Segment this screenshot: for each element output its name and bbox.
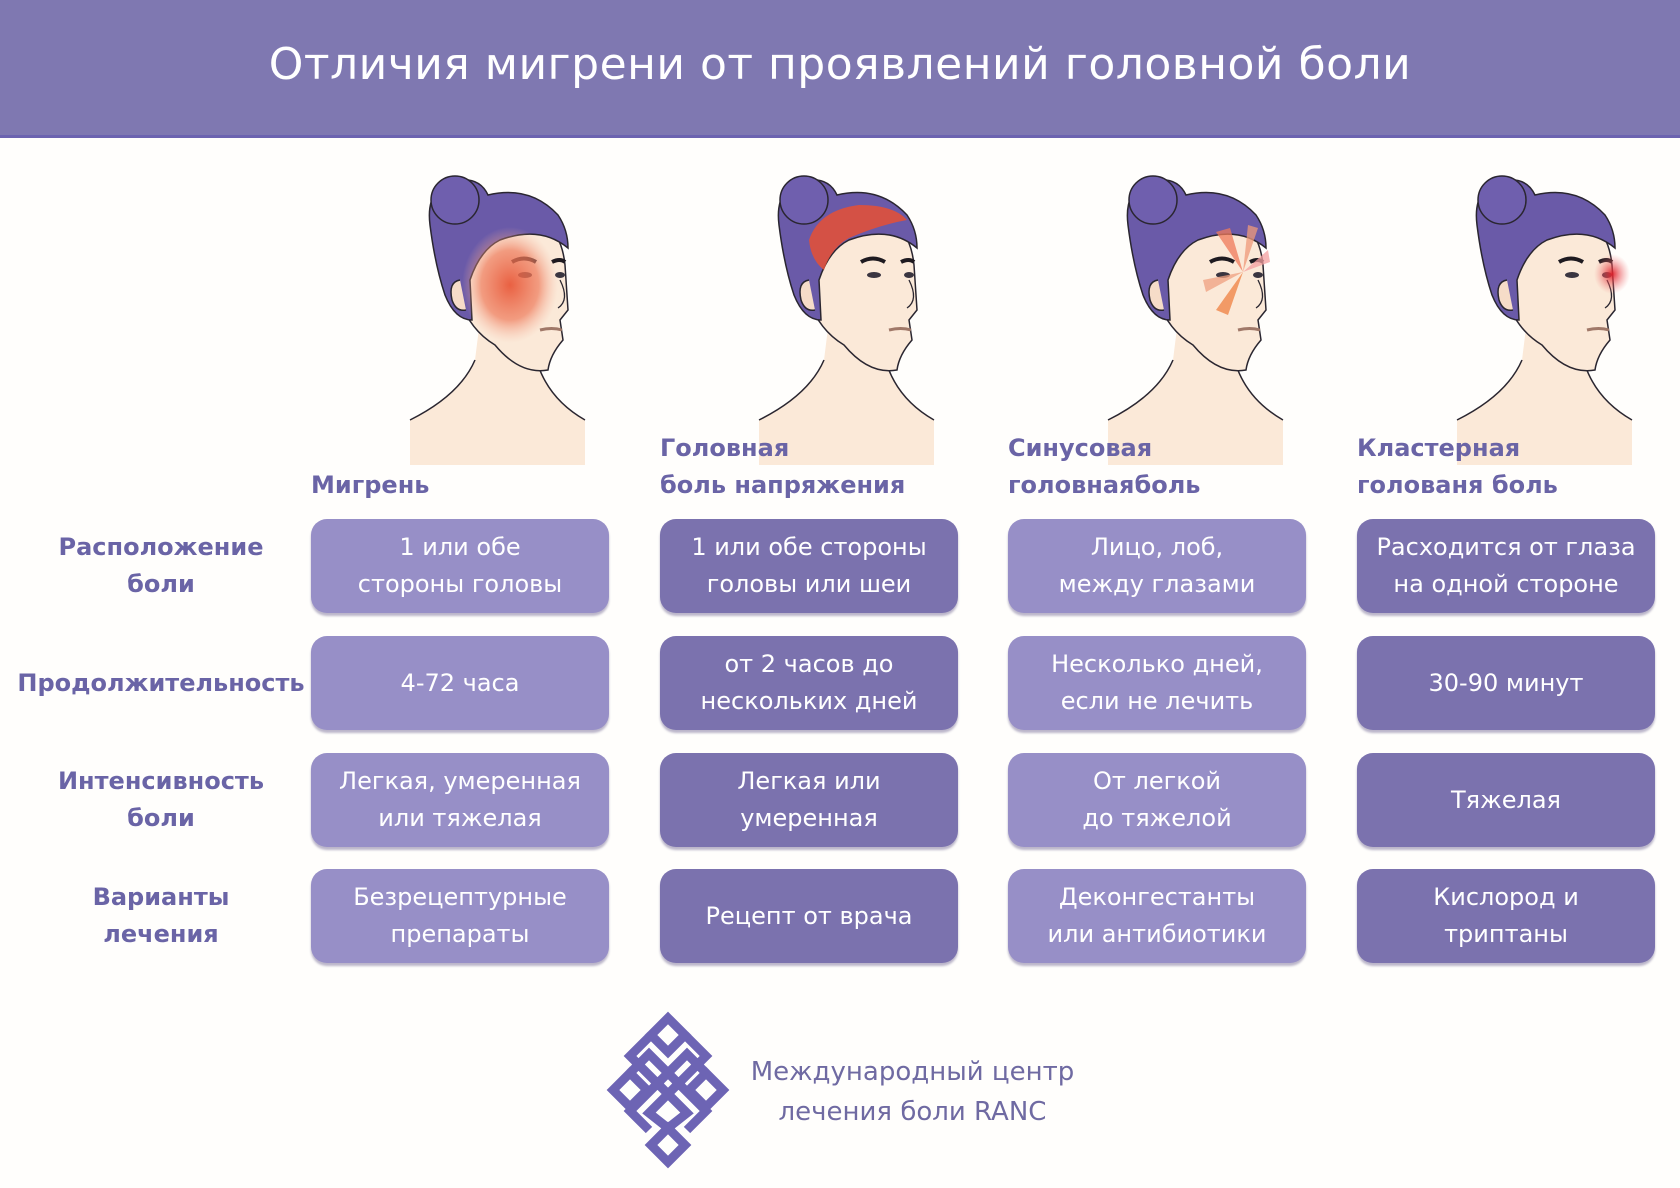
row-label-treatment: Варианты лечения [0, 869, 322, 963]
organization-name-line: лечения боли RANC [778, 1097, 1047, 1127]
cell-cluster-location: Расходится от глаза на одной стороне [1357, 519, 1655, 613]
endless-knot-logo-icon [603, 1010, 733, 1170]
cell-line: до тяжелой [1082, 804, 1232, 832]
page-title: Отличия мигрени от проявлений головной б… [268, 39, 1412, 90]
cell-tension-duration: от 2 часов до нескольких дней [660, 636, 958, 730]
cell-sinus-location: Лицо, лоб, между глазами [1008, 519, 1306, 613]
cell-cluster-intensity: Тяжелая [1357, 753, 1655, 847]
row-label-line: Варианты [92, 883, 230, 911]
row-label-line: Расположение [58, 533, 264, 561]
cell-line: Тяжелая [1451, 785, 1561, 814]
cell-line: умеренная [740, 804, 878, 832]
cell-line: От легкой [1093, 767, 1221, 795]
cell-sinus-treatment: Деконгестанты или антибиотики [1008, 869, 1306, 963]
column-title-sinus: Синусовая головнаяболь [1008, 430, 1200, 504]
cell-line: между глазами [1058, 570, 1256, 598]
cell-line: Легкая или [737, 767, 881, 795]
cell-line: Кислород и [1433, 883, 1579, 911]
cell-line: 4-72 часа [400, 668, 520, 697]
cell-line: Рецепт от врача [705, 901, 913, 930]
cell-line: Расходится от глаза [1376, 533, 1636, 561]
header-banner: Отличия мигрени от проявлений головной б… [0, 0, 1680, 138]
cell-tension-intensity: Легкая или умеренная [660, 753, 958, 847]
cell-line: 30-90 минут [1428, 668, 1584, 697]
cell-line: 1 или обе стороны [691, 533, 927, 561]
column-title-line: Кластерная [1357, 434, 1521, 462]
row-label-line: боли [127, 804, 195, 832]
cell-tension-treatment: Рецепт от врача [660, 869, 958, 963]
column-title-line: голованя боль [1357, 471, 1558, 499]
cell-line: или тяжелая [378, 804, 542, 832]
cell-line: Деконгестанты [1058, 883, 1256, 911]
column-title-tension: Головная боль напряжения [660, 430, 905, 504]
column-title-migraine: Мигрень [311, 467, 429, 504]
column-title-line: головнаяболь [1008, 471, 1201, 499]
head-sinus-icon [1098, 170, 1288, 465]
column-title-cluster: Кластерная голованя боль [1357, 430, 1558, 504]
organization-name: Международный центр лечения боли RANC [740, 1052, 1085, 1132]
cell-line: или антибиотики [1047, 920, 1267, 948]
cell-line: если не лечить [1060, 687, 1254, 715]
cell-line: Несколько дней, [1051, 650, 1263, 678]
cell-line: Лицо, лоб, [1090, 533, 1224, 561]
column-title-line: Головная [660, 434, 790, 462]
cell-tension-location: 1 или обе стороны головы или шеи [660, 519, 958, 613]
cell-migraine-location: 1 или обе стороны головы [311, 519, 609, 613]
cell-migraine-duration: 4-72 часа [311, 636, 609, 730]
head-cluster-icon [1447, 170, 1637, 465]
row-label-line: лечения [103, 920, 219, 948]
cell-line: препараты [390, 920, 530, 948]
row-label-intensity: Интенсивность боли [0, 753, 322, 847]
cell-line: на одной стороне [1393, 570, 1619, 598]
cell-sinus-duration: Несколько дней, если не лечить [1008, 636, 1306, 730]
cell-line: стороны головы [357, 570, 563, 598]
cell-line: Легкая, умеренная [339, 767, 581, 795]
cell-line: от 2 часов до [724, 650, 894, 678]
cell-sinus-intensity: От легкой до тяжелой [1008, 753, 1306, 847]
row-label-location: Расположение боли [0, 519, 322, 613]
cell-line: 1 или обе [399, 533, 521, 561]
cell-migraine-intensity: Легкая, умеренная или тяжелая [311, 753, 609, 847]
row-label-duration: Продолжительность [0, 636, 322, 730]
head-tension-icon [749, 170, 939, 465]
row-label-line: Интенсивность [57, 767, 265, 795]
cell-cluster-duration: 30-90 минут [1357, 636, 1655, 730]
column-title-line: Синусовая [1008, 434, 1153, 462]
column-title-line: боль напряжения [660, 471, 906, 499]
row-label-line: Продолжительность [17, 668, 305, 697]
cell-line: нескольких дней [700, 687, 918, 715]
organization-name-line: Международный центр [750, 1057, 1075, 1087]
column-title-line: Мигрень [311, 471, 430, 499]
cell-line: головы или шеи [706, 570, 912, 598]
row-label-line: боли [127, 570, 195, 598]
cell-migraine-treatment: Безрецептурные препараты [311, 869, 609, 963]
cell-line: Безрецептурные [353, 883, 567, 911]
head-migraine-icon [400, 170, 590, 465]
cell-cluster-treatment: Кислород и триптаны [1357, 869, 1655, 963]
cell-line: триптаны [1444, 920, 1568, 948]
